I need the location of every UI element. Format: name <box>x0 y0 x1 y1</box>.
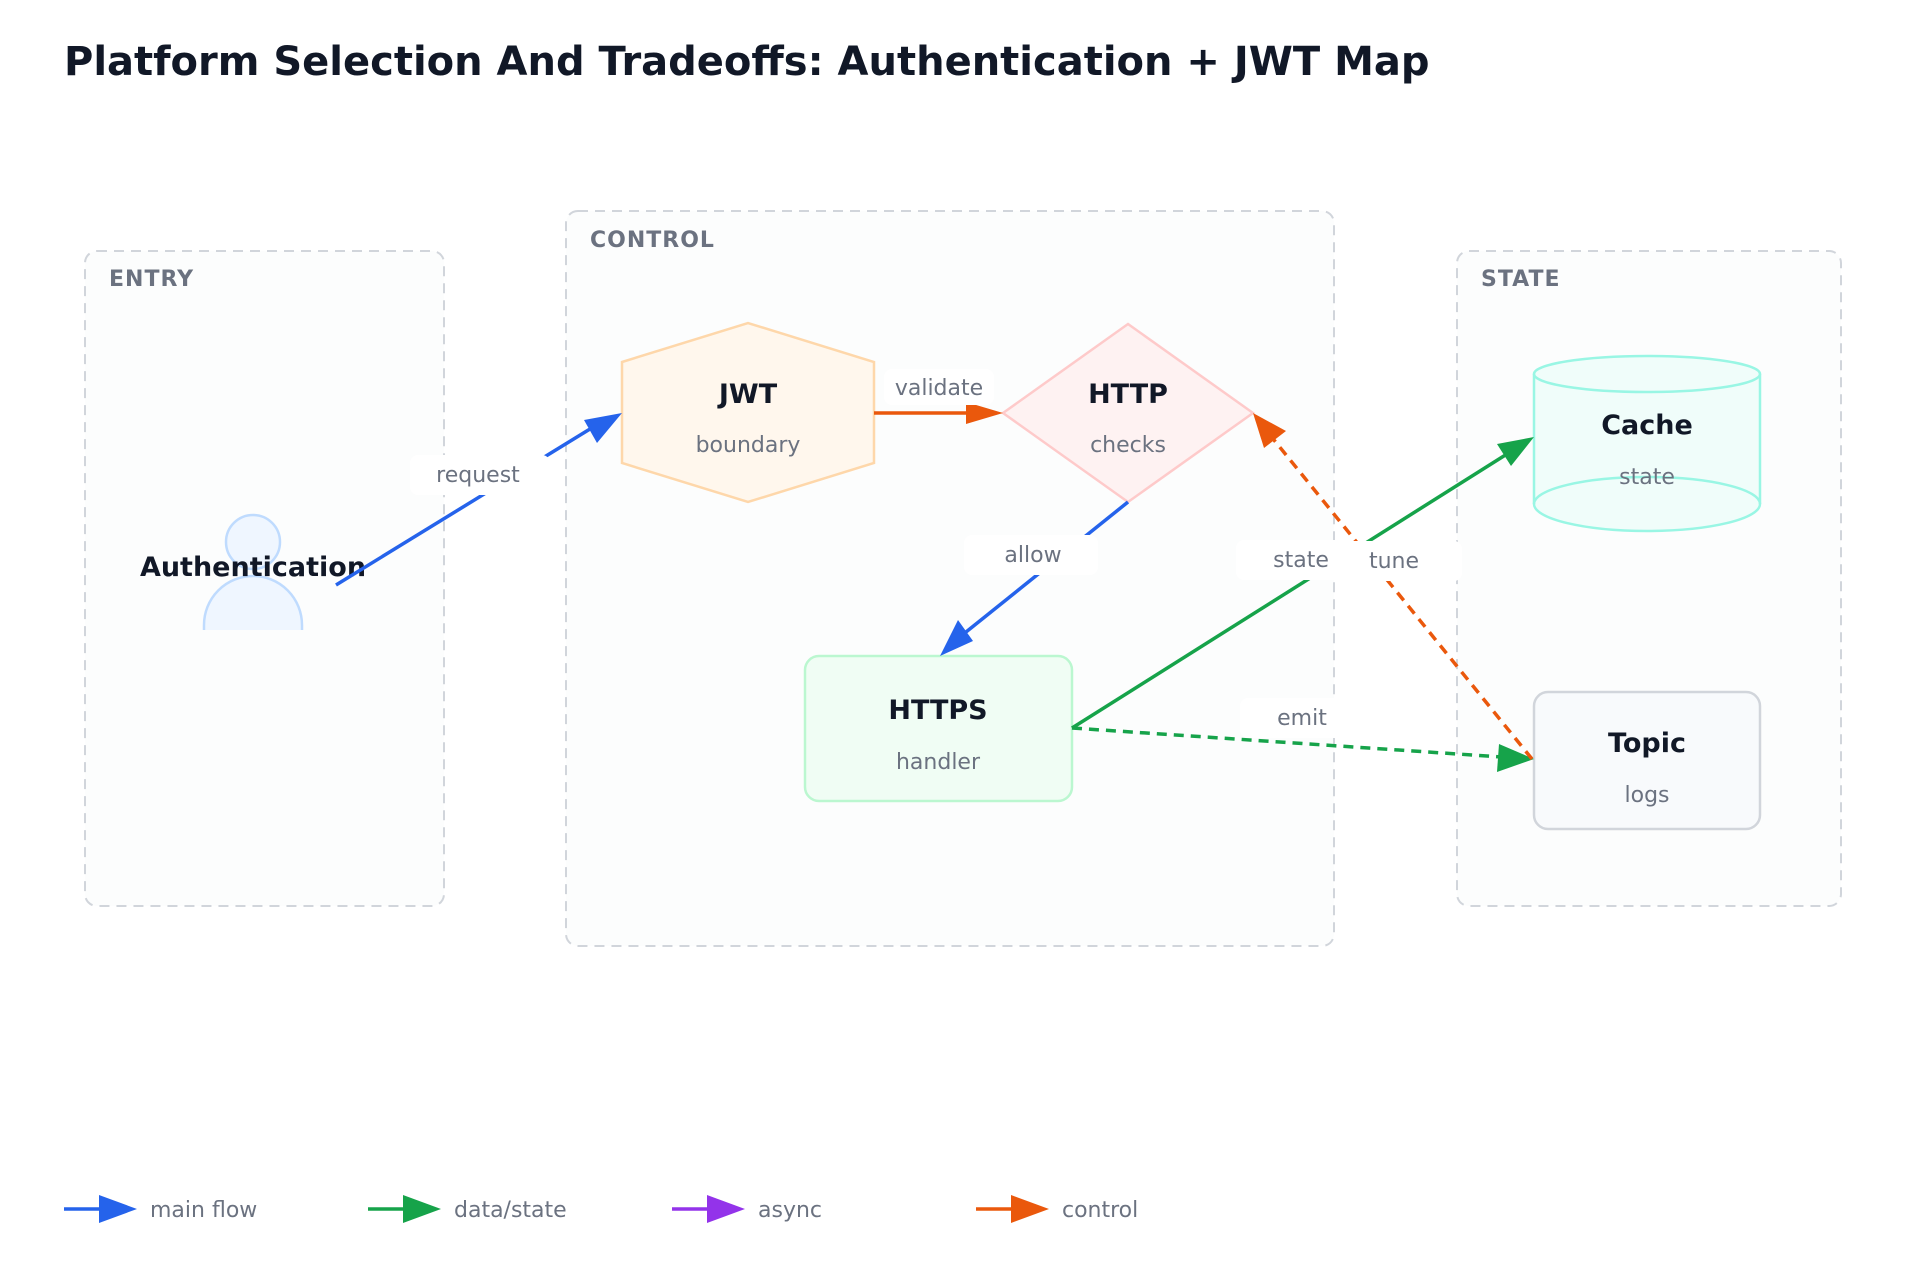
node-http-title: HTTP <box>1088 379 1168 410</box>
rounded-rect-shape <box>803 654 1074 803</box>
node-cache-subtitle: state <box>1619 465 1675 490</box>
legend-arrow-icon <box>707 1195 745 1223</box>
arrowhead <box>584 413 622 443</box>
edge-emit-label: emit <box>1277 706 1327 731</box>
legend-data-state-label: data/state <box>454 1198 567 1223</box>
group-state-label: STATE <box>1481 267 1561 292</box>
arrowhead <box>1497 744 1534 772</box>
cylinder-shape <box>1532 354 1762 533</box>
legend-main-flow-label: main flow <box>150 1198 257 1223</box>
person-icon <box>202 513 304 630</box>
node-cache-title: Cache <box>1601 410 1693 441</box>
group-entry-label: ENTRY <box>109 267 194 292</box>
legend-item-main-flow: main flow <box>64 1195 257 1223</box>
arrowhead <box>966 402 1003 424</box>
edge-request-label: request <box>436 463 520 488</box>
arrowhead <box>940 620 973 656</box>
node-jwt[interactable]: JWT boundary <box>620 321 876 504</box>
node-jwt-subtitle: boundary <box>696 433 801 458</box>
group-control-label: CONTROL <box>590 228 715 253</box>
legend-item-control: control <box>976 1195 1138 1223</box>
legend-arrow-icon <box>403 1195 441 1223</box>
edge-validate-label: validate <box>895 376 983 401</box>
edge-emit[interactable]: emit <box>1071 698 1534 772</box>
node-authentication[interactable]: Authentication <box>140 513 366 630</box>
node-topic[interactable]: Topic logs <box>1532 690 1762 831</box>
edge-state-label: state <box>1273 548 1329 573</box>
legend-control-label: control <box>1062 1198 1138 1223</box>
group-control: CONTROL <box>565 210 1335 947</box>
hexagon-shape <box>620 321 876 504</box>
node-topic-title: Topic <box>1608 728 1686 759</box>
legend-item-data-state: data/state <box>368 1195 567 1223</box>
node-cache[interactable]: Cache state <box>1532 354 1762 533</box>
edge-validate[interactable]: validate <box>874 369 1003 424</box>
legend-arrow-icon <box>1011 1195 1049 1223</box>
rounded-rect-shape <box>1532 690 1762 831</box>
node-https-subtitle: handler <box>896 750 981 775</box>
page-title: Platform Selection And Tradeoffs: Authen… <box>64 39 1430 85</box>
node-jwt-title: JWT <box>717 379 778 410</box>
arrowhead <box>1253 413 1286 448</box>
legend-arrow-icon <box>99 1195 137 1223</box>
node-https-title: HTTPS <box>888 695 987 726</box>
node-https[interactable]: HTTPS handler <box>803 654 1074 803</box>
edge-tune-label: tune <box>1369 549 1419 574</box>
legend-async-label: async <box>758 1198 822 1223</box>
legend-item-async: async <box>672 1195 822 1223</box>
edge-tune[interactable]: tune <box>1253 413 1534 761</box>
edge-allow-label: allow <box>1004 543 1061 568</box>
edge-allow[interactable]: allow <box>940 500 1130 656</box>
node-http-subtitle: checks <box>1090 433 1166 458</box>
edge-state[interactable]: state <box>1071 437 1534 730</box>
edge-request[interactable]: request <box>335 413 622 587</box>
node-authentication-title: Authentication <box>140 552 366 583</box>
node-topic-subtitle: logs <box>1625 783 1670 808</box>
arrowhead <box>1497 437 1534 466</box>
legend: main flow data/state async control <box>64 1195 1138 1223</box>
